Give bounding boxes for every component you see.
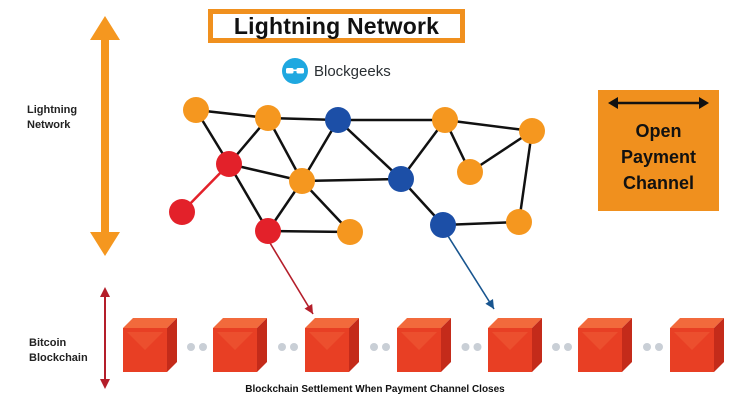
chain-dot	[290, 343, 298, 351]
glasses-icon	[282, 58, 308, 84]
chain-dot	[278, 343, 286, 351]
bitcoin-blockchain-label-line: Blockchain	[29, 352, 88, 364]
legend-line: Payment	[620, 147, 697, 167]
channel-line	[267, 229, 351, 234]
settlement-caption: Blockchain Settlement When Payment Chann…	[245, 384, 505, 395]
bitcoin-blockchain-label: Bitcoin Blockchain	[29, 336, 88, 366]
bitcoin-blockchain-label-line: Bitcoin	[29, 337, 67, 349]
block-facet	[401, 332, 437, 350]
settlement-arrows	[269, 235, 495, 315]
lightning-vertical-arrow	[90, 16, 120, 256]
settle-arrow-red	[269, 242, 314, 315]
logo-text: Blockgeeks	[314, 62, 391, 80]
block-top	[397, 318, 451, 328]
legend-double-arrow-icon	[608, 97, 709, 109]
block-facet	[674, 332, 710, 350]
block-side	[532, 318, 542, 372]
page-title: Lightning Network	[233, 12, 440, 39]
chain-dot	[382, 343, 390, 351]
channel-line	[517, 130, 534, 223]
lightning-network-label-line: Lightning	[27, 104, 78, 116]
settle-arrow-blue-head	[485, 298, 494, 309]
blockchain-vertical-arrow	[100, 287, 110, 389]
settle-arrow-blue	[447, 235, 495, 310]
channel-line	[301, 177, 402, 183]
network-nodes	[169, 97, 545, 245]
blue-node	[325, 107, 351, 133]
orange-node	[183, 97, 209, 123]
legend-text: Open Payment Channel	[598, 118, 719, 196]
chain-dot	[461, 343, 470, 351]
block-cube	[670, 318, 724, 372]
block-side	[622, 318, 632, 372]
legend-line: Open	[635, 121, 682, 141]
block-top	[488, 318, 542, 328]
chain-dot	[643, 343, 651, 351]
orange-node	[519, 118, 545, 144]
block-top	[213, 318, 267, 328]
block-cube	[305, 318, 359, 372]
block-facet	[309, 332, 345, 350]
orange-node	[255, 105, 281, 131]
block-facet	[492, 332, 528, 350]
red-node	[255, 218, 281, 244]
block-side	[257, 318, 267, 372]
settle-arrow-red-head	[304, 303, 313, 314]
red-node	[216, 151, 242, 177]
block-cube	[213, 318, 267, 372]
title-box: Lightning Network	[208, 9, 465, 43]
blockchain-row	[123, 318, 724, 372]
block-side	[441, 318, 451, 372]
chain-dot	[552, 343, 560, 351]
chain-dot	[473, 343, 482, 351]
logo: Blockgeeks	[281, 57, 391, 85]
orange-node	[457, 159, 483, 185]
legend-line: Channel	[622, 173, 694, 193]
block-side	[349, 318, 359, 372]
block-top	[578, 318, 632, 328]
block-side	[714, 318, 724, 372]
chain-dot	[370, 343, 378, 351]
orange-node	[289, 168, 315, 194]
chain-dot	[655, 343, 663, 351]
chain-dot	[187, 343, 195, 351]
block-facet	[127, 332, 163, 350]
blue-node	[430, 212, 456, 238]
block-cube	[123, 318, 177, 372]
lightning-network-label: Lightning Network	[27, 103, 77, 133]
block-top	[670, 318, 724, 328]
orange-node	[337, 219, 363, 245]
block-cube	[397, 318, 451, 372]
lightning-network-label-line: Network	[27, 119, 71, 131]
block-top	[305, 318, 359, 328]
red-node	[169, 199, 195, 225]
chain-dot	[199, 343, 207, 351]
block-facet	[217, 332, 253, 350]
block-facet	[582, 332, 618, 350]
legend-box: Open Payment Channel	[598, 90, 719, 211]
chain-dot	[564, 343, 572, 351]
channel-line	[337, 119, 402, 180]
block-cube	[578, 318, 632, 372]
orange-node	[432, 107, 458, 133]
block-top	[123, 318, 177, 328]
block-side	[167, 318, 177, 372]
block-cube	[488, 318, 542, 372]
blue-node	[388, 166, 414, 192]
channel-line	[444, 118, 533, 133]
orange-node	[506, 209, 532, 235]
